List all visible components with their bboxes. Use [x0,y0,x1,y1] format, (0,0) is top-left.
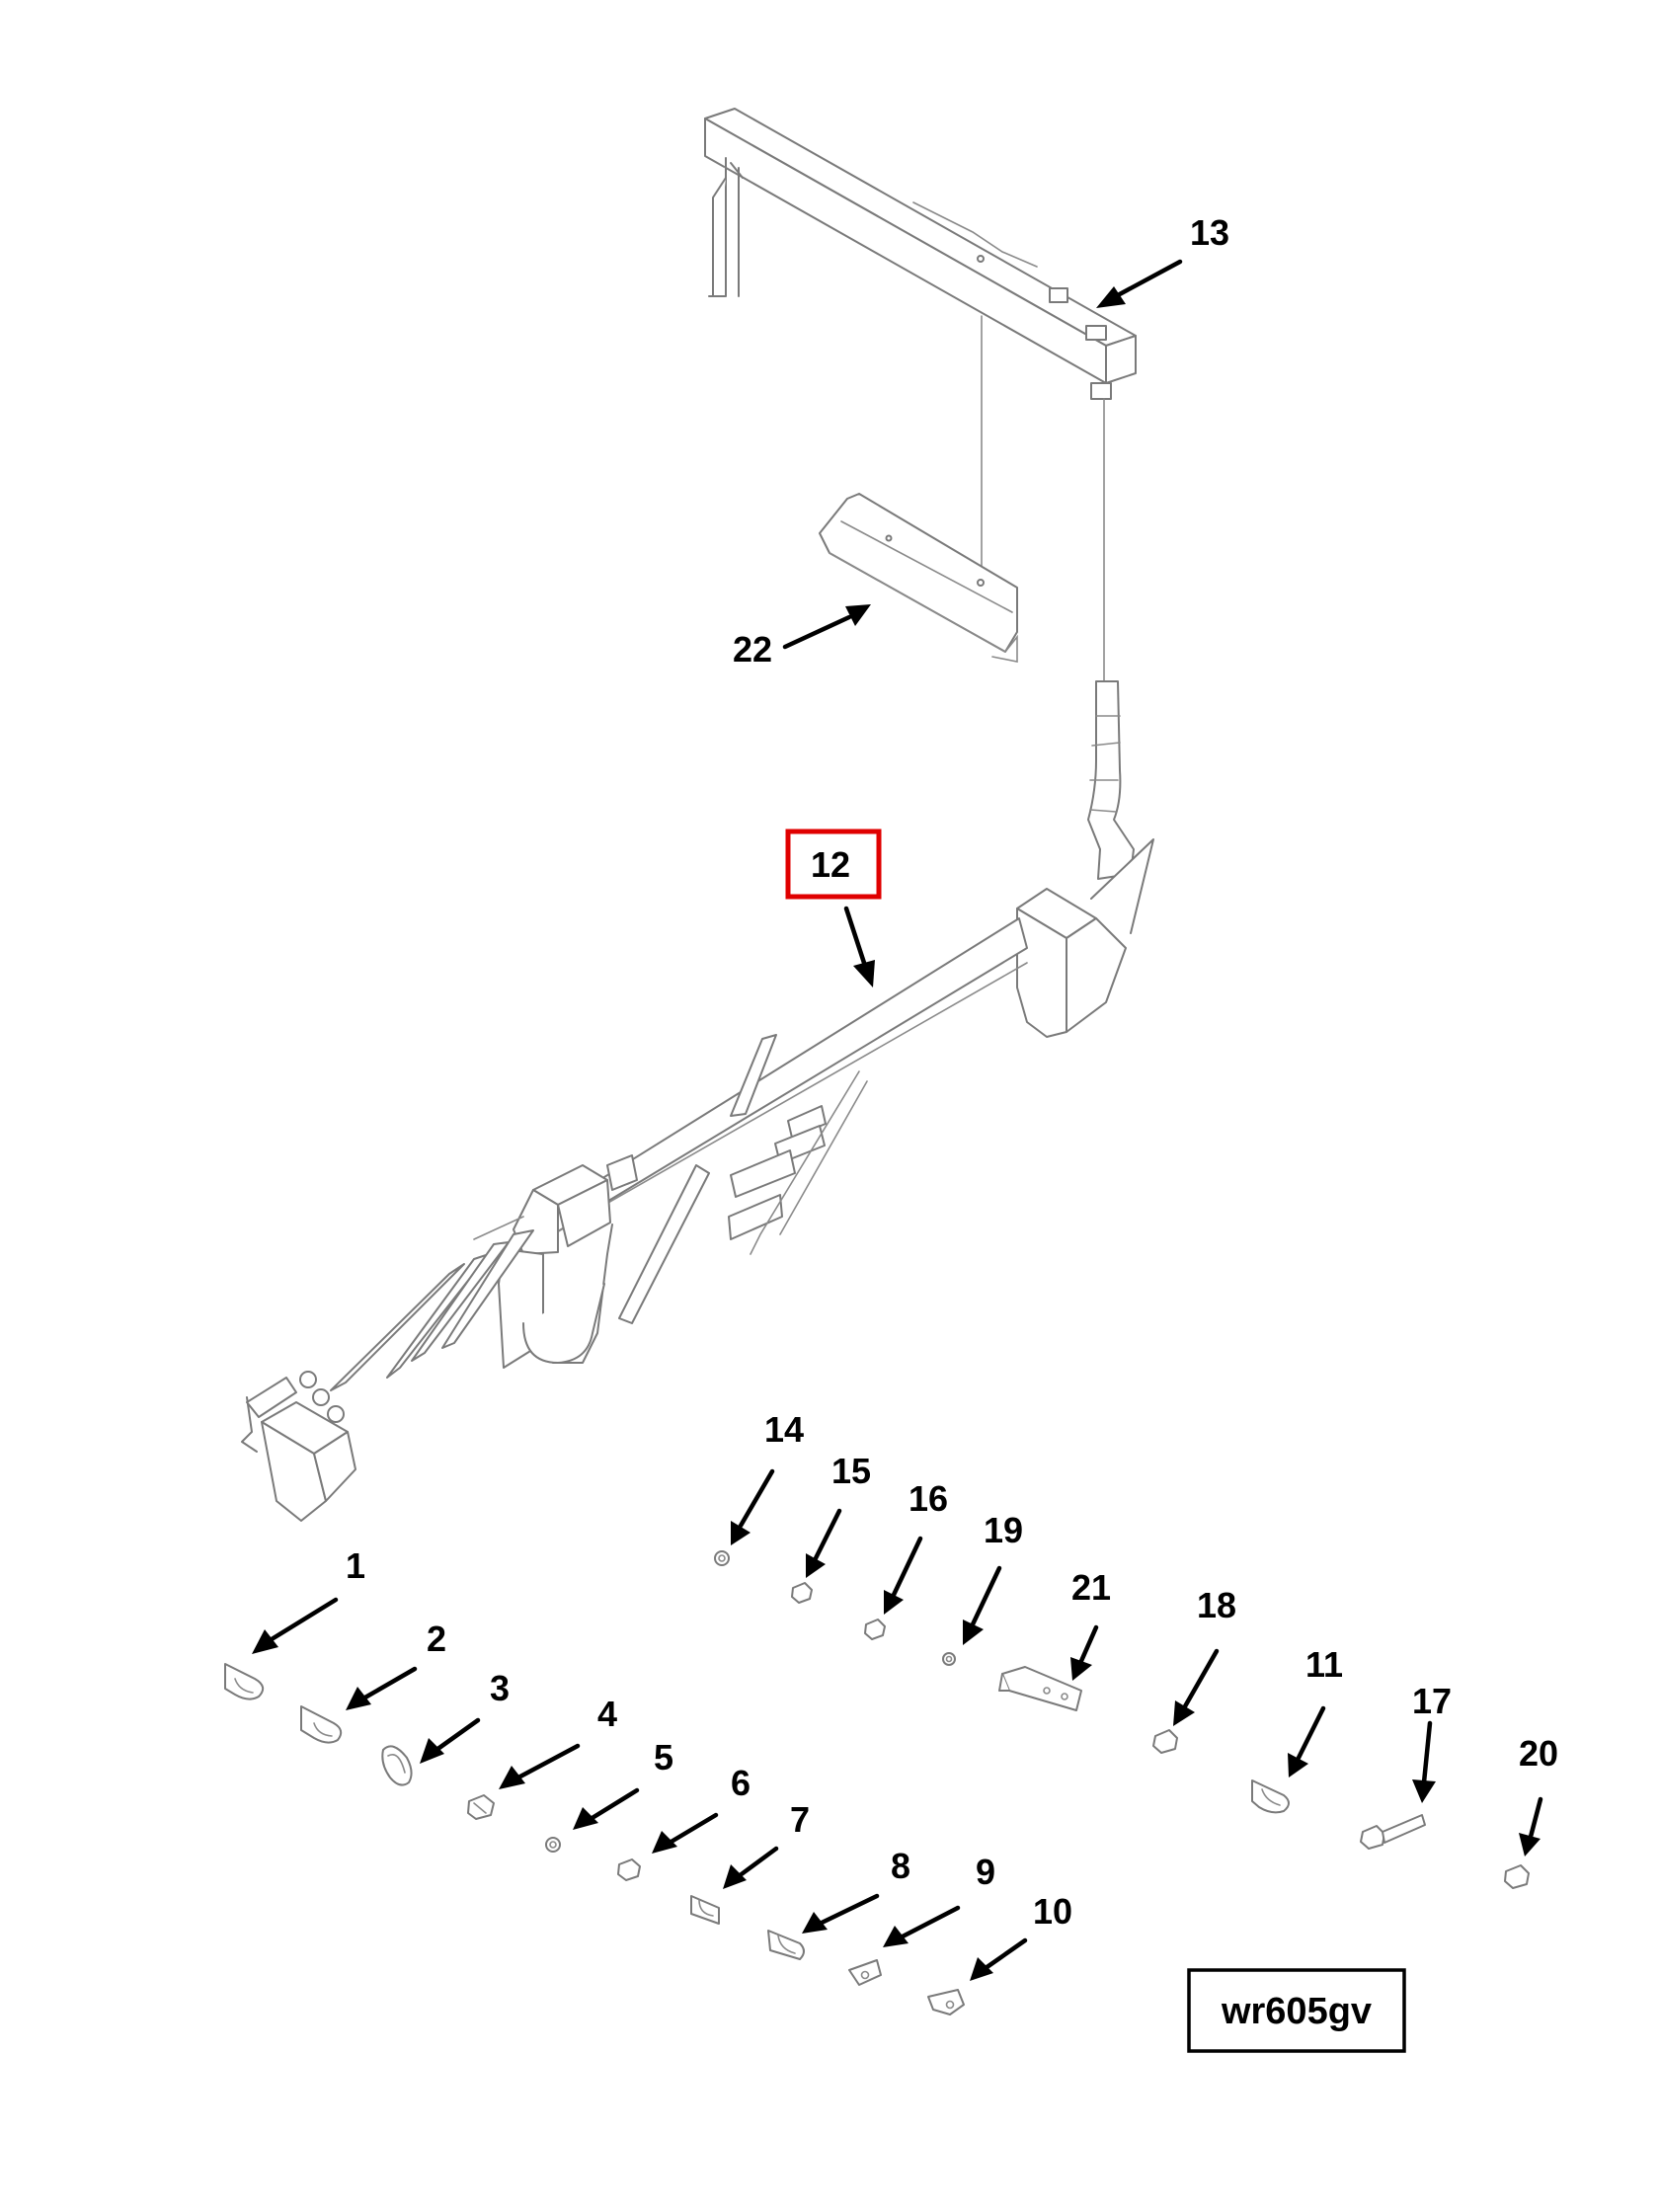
arrow-12 [843,906,875,988]
callout-17: 17 [1412,1681,1452,1721]
part-9-clip [848,1959,882,1986]
arrow-21 [1070,1624,1099,1681]
callout-4: 4 [597,1694,617,1734]
callout-10: 10 [1033,1891,1072,1932]
part-17-bolt [1360,1814,1426,1850]
arrow-20 [1519,1796,1543,1856]
callout-3: 3 [490,1668,510,1708]
reference-code: wr605gv [1221,1991,1372,2032]
arrow-1 [252,1597,339,1654]
part-13-bracket-bar [704,108,1137,400]
arrow-11 [1288,1705,1326,1778]
arrow-14 [731,1468,775,1545]
part-16-screw [864,1619,886,1640]
part-2-loop-clamp [300,1705,343,1744]
callout-arrows [252,259,1543,1981]
arrow-17 [1412,1720,1436,1803]
callout-20: 20 [1519,1733,1558,1774]
part-19-nut [942,1652,956,1666]
callout-6: 6 [731,1763,750,1803]
callout-9: 9 [976,1852,995,1892]
arrow-9 [883,1905,961,1947]
arrow-2 [346,1666,418,1710]
callout-22: 22 [733,629,772,670]
part-7-clamp [690,1895,720,1925]
arrow-15 [806,1508,842,1578]
arrow-5 [573,1787,640,1830]
callout-14: 14 [764,1409,804,1450]
arrow-19 [963,1565,1002,1645]
callout-19: 19 [984,1510,1023,1550]
callout-13: 13 [1190,212,1229,253]
part-8-loop-clamp [767,1930,805,1960]
part-6-screw [617,1858,641,1881]
callout-5: 5 [654,1737,673,1778]
callout-2: 2 [427,1619,446,1659]
arrow-4 [499,1743,581,1789]
part-12-frame-arm [241,680,1154,1522]
arrow-13 [1096,259,1183,308]
part-20-screw [1504,1864,1530,1889]
part-15-screw [791,1582,813,1604]
callout-12: 12 [811,844,850,885]
callout-1: 1 [346,1545,365,1586]
callout-8: 8 [891,1846,910,1886]
callout-15: 15 [831,1451,871,1491]
callout-16: 16 [908,1478,948,1519]
part-11-loop-clamp [1251,1779,1290,1814]
arrow-7 [723,1846,779,1889]
part-14-nut [714,1550,730,1566]
callout-18: 18 [1197,1585,1236,1625]
arrow-6 [652,1812,719,1854]
part-21-bracket [998,1666,1082,1711]
part-10-clip [927,1989,965,2015]
part-4-screw [467,1794,495,1820]
part-22-channel [819,493,1018,663]
part-1-loop-clamp [224,1663,265,1700]
callout-11: 11 [1305,1644,1343,1685]
callout-21: 21 [1071,1567,1111,1608]
arrow-10 [970,1937,1028,1981]
callout-12-highlight [785,829,882,900]
callout-7: 7 [790,1799,810,1840]
callout-labels: 13 22 12 14 15 16 19 21 18 11 17 20 1 2 … [346,212,1558,1932]
arrow-22 [782,604,871,650]
arrow-3 [420,1717,481,1764]
part-18-screw [1152,1729,1178,1754]
reference-code-box: wr605gv [1187,1968,1406,2053]
arrow-16 [884,1536,923,1615]
part-3-tie-strap [381,1745,413,1786]
arrow-18 [1173,1648,1220,1726]
arrow-8 [802,1893,880,1934]
part-5-nut [545,1837,561,1853]
